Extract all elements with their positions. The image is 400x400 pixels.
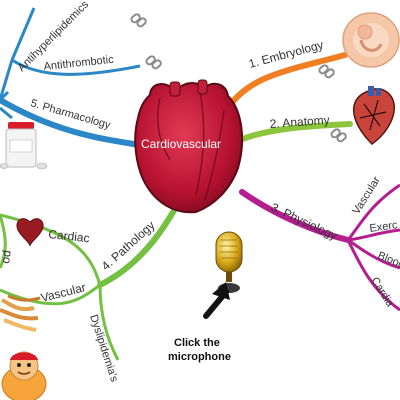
pathology-child-blood[interactable]: od <box>0 249 14 264</box>
branch-pharmacology-label[interactable]: 5. Pharmacology <box>29 97 112 131</box>
pill-bottle-icon <box>0 122 48 170</box>
branch-anatomy: 2. Anatomy <box>237 86 395 145</box>
link-icon-antihyperlipidemics[interactable] <box>130 13 147 28</box>
microphone-icon[interactable] <box>215 231 243 293</box>
branch-pathology: 4. Pathology Cardiac Vascular Dyslipidem… <box>0 187 188 400</box>
link-icon-anatomy[interactable] <box>330 128 347 143</box>
mascot-icon <box>1 351 47 400</box>
branch-physiology-label[interactable]: 3. Physiology <box>269 200 340 243</box>
microphone-group[interactable]: Click the microphone <box>168 231 243 363</box>
pharmacology-child-antithrombotic[interactable]: Antithrombotic <box>43 54 115 73</box>
physiology-child-blood[interactable]: Blood <box>376 250 400 272</box>
link-icon-antithrombotic[interactable] <box>145 55 162 70</box>
microphone-label-line2: microphone <box>168 351 231 363</box>
pathology-child-cardiac[interactable]: Cardiac <box>48 227 91 245</box>
embryo-icon <box>342 12 400 68</box>
heart-icon <box>16 218 44 247</box>
center-label: Cardiovascular <box>141 137 221 151</box>
branch-physiology: 3. Physiology Vascular Exerc Blood Cardi… <box>239 174 400 312</box>
physiology-child-cardiac[interactable]: Cardia <box>368 275 396 310</box>
link-icon-embryology[interactable] <box>318 64 335 79</box>
physiology-child-vascular[interactable]: Vascular <box>350 174 383 216</box>
microphone-label-line1: Click the <box>174 337 220 349</box>
center-heart[interactable]: Cardiovascular <box>134 79 244 214</box>
branch-anatomy-label[interactable]: 2. Anatomy <box>269 113 330 131</box>
anatomy-heart-icon <box>352 86 395 145</box>
veins-icon <box>0 294 41 332</box>
arrow-icon <box>203 282 230 319</box>
physiology-child-exercise[interactable]: Exerc <box>369 219 399 235</box>
pathology-child-vascular[interactable]: Vascular <box>39 280 87 305</box>
